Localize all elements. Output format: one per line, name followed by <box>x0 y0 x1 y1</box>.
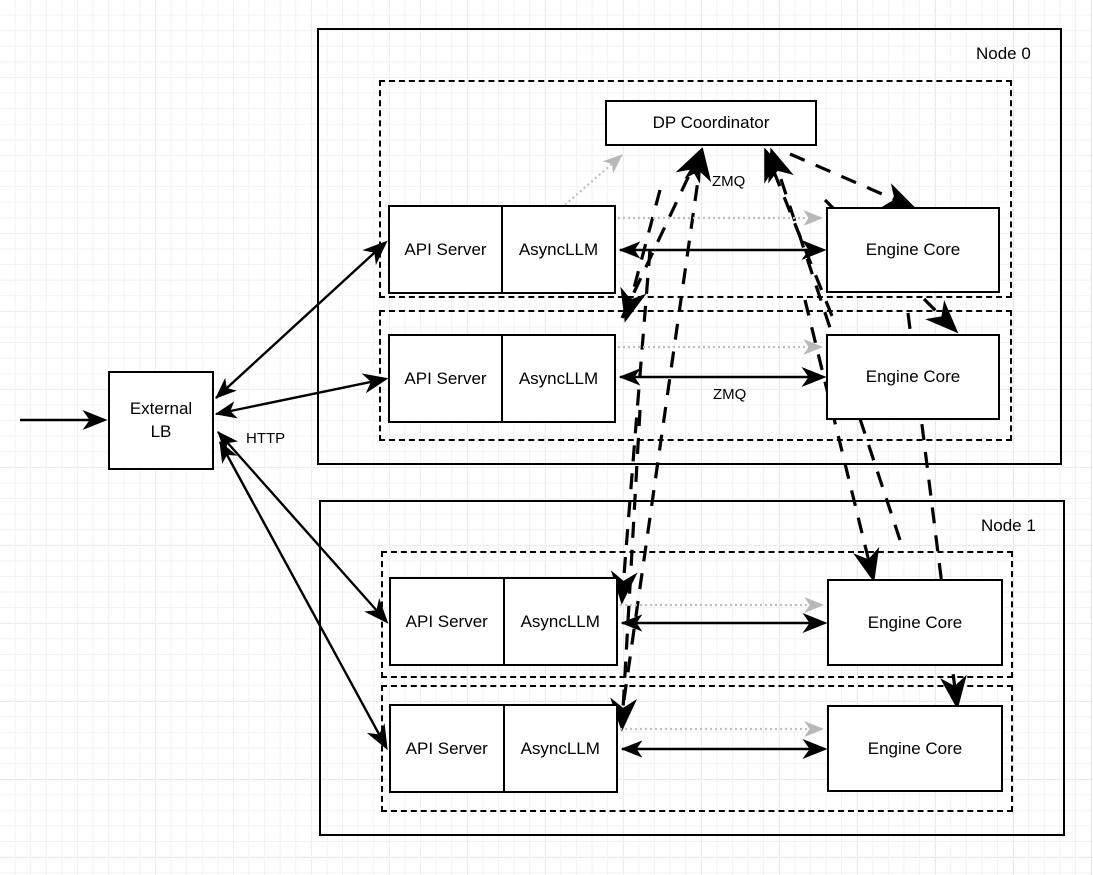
node-0-group-2-api-server-label-cell: API Server <box>390 336 503 421</box>
node-0-group-1-engine-core-label: Engine Core <box>865 240 961 259</box>
node-1-group-1-api-server-box[interactable]: API Server AsyncLLM <box>389 577 618 666</box>
node-1-group-1-engine-core-label: Engine Core <box>867 612 963 632</box>
external-lb-label-line2: LB <box>150 421 172 441</box>
node-1-group-2-api-server-label-cell: API Server <box>391 706 505 791</box>
dp-coordinator-box[interactable]: DP Coordinator <box>605 100 817 146</box>
node-0-group-2-engine-core-box[interactable]: Engine Core <box>826 334 1000 420</box>
http-edge-label: HTTP <box>246 430 286 447</box>
node-0-group-1-asyncllm-cell: AsyncLLM <box>503 207 614 292</box>
node-0-group-2-api-server-box[interactable]: API Server AsyncLLM <box>388 334 616 423</box>
node-0-group-2-api-server-label: API Server <box>404 368 487 388</box>
external-lb-label-line1: External <box>129 398 193 418</box>
node-1-group-2-engine-core-label: Engine Core <box>867 738 963 758</box>
dp-coordinator-label: DP Coordinator <box>652 113 770 132</box>
node-0-group-2-zmq-label: ZMQ <box>713 386 747 403</box>
node-1-group-2-asyncllm-label: AsyncLLM <box>520 738 600 758</box>
node-1-group-1-asyncllm-cell: AsyncLLM <box>505 579 617 664</box>
node-0-group-1-api-server-label-cell: API Server <box>390 207 503 292</box>
node-0-group-1-engine-core-box[interactable]: Engine Core <box>826 207 1000 293</box>
node-0-group-2-asyncllm-cell: AsyncLLM <box>503 336 614 421</box>
node-1-group-2-api-server-box[interactable]: API Server AsyncLLM <box>389 704 618 793</box>
node-0-group-2-engine-core-label: Engine Core <box>865 367 961 386</box>
coordinator-zmq-label: ZMQ <box>712 173 746 190</box>
node-1-group-1-api-server-label: API Server <box>405 611 488 631</box>
external-lb-box[interactable]: External LB <box>108 371 214 470</box>
node-0-label: Node 0 <box>976 44 1031 63</box>
node-0-group-1-api-server-box[interactable]: API Server AsyncLLM <box>388 205 616 294</box>
node-1-group-2-api-server-label: API Server <box>405 738 488 758</box>
node-0-group-2-asyncllm-label: AsyncLLM <box>518 368 599 388</box>
node-0-group-1-api-server-label: API Server <box>404 239 487 259</box>
node-1-group-2-asyncllm-cell: AsyncLLM <box>505 706 617 791</box>
node-1-group-1-api-server-label-cell: API Server <box>391 579 505 664</box>
node-1-group-1-engine-core-box[interactable]: Engine Core <box>827 579 1003 666</box>
node-1-group-2-engine-core-box[interactable]: Engine Core <box>827 705 1003 792</box>
node-1-label: Node 1 <box>981 516 1036 535</box>
node-1-group-1-asyncllm-label: AsyncLLM <box>520 611 600 631</box>
node-0-group-1-asyncllm-label: AsyncLLM <box>518 239 599 259</box>
